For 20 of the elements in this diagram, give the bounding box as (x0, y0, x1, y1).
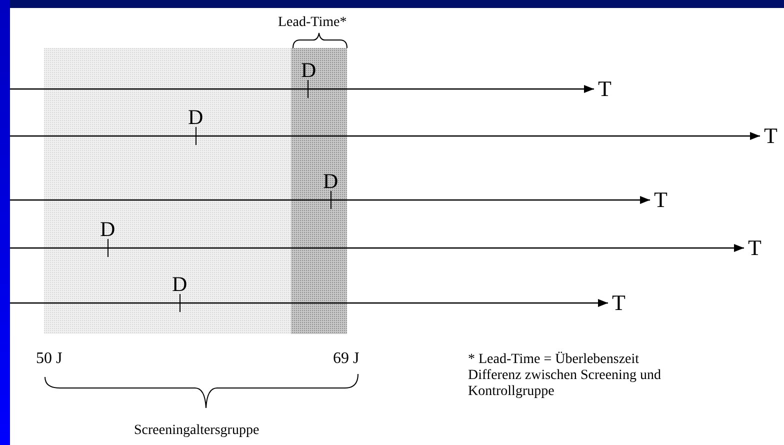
diagnosis-mark: D (188, 107, 204, 128)
bracket-caption: Screeningaltersgruppe (134, 424, 260, 438)
time-end-label: T (764, 125, 778, 147)
bracket-title: Lead-Time* (278, 16, 347, 30)
diagnosis-mark: D (301, 60, 316, 81)
age-label: 50 J (36, 351, 62, 367)
age-label: 69 J (333, 351, 360, 367)
time-end-label: T (654, 189, 668, 211)
time-end-label: T (612, 292, 626, 314)
diagnosis-mark: D (172, 274, 188, 295)
footnote: * Lead-Time = Überlebenszeit Differenz zwischen Screening und Kontrollgruppe (468, 352, 662, 400)
timeline-arrow (10, 299, 608, 307)
time-end-label: T (748, 237, 762, 259)
diagnosis-mark: D (100, 219, 116, 240)
timeline-arrow (10, 196, 650, 204)
diagnosis-mark: D (323, 171, 338, 192)
timeline-arrow (10, 244, 744, 252)
timeline-arrow (10, 85, 594, 93)
timeline-arrow (10, 132, 760, 140)
time-end-label: T (598, 78, 612, 100)
